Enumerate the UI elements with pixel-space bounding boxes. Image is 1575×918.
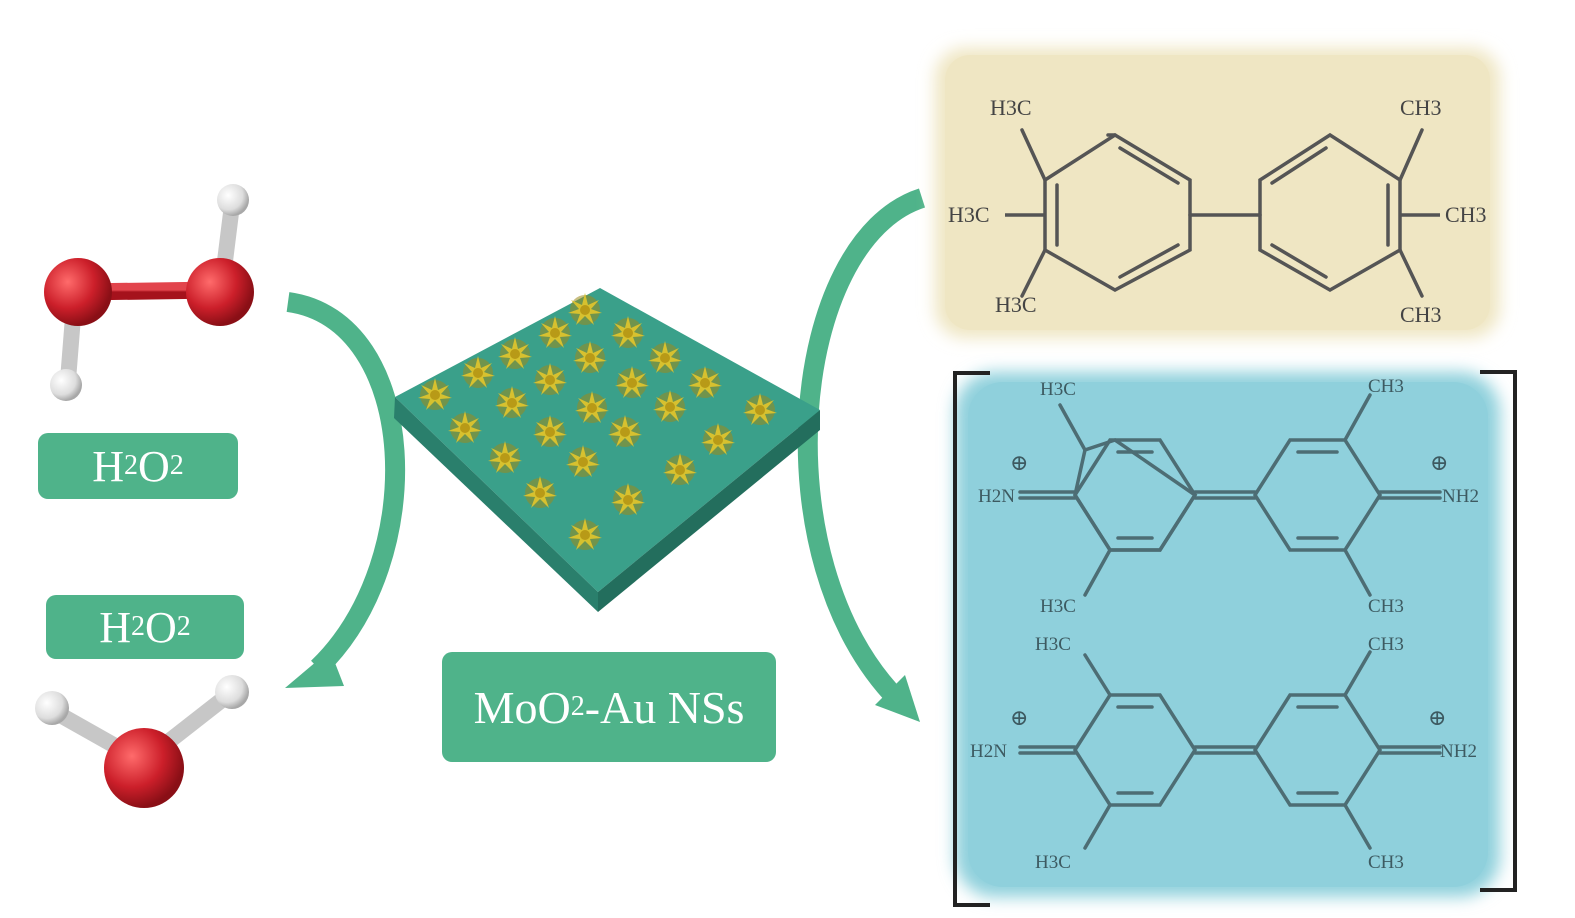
oxtmb-right-amine: NH2	[1440, 741, 1477, 762]
tmb-methyl-mid-left: H3C	[948, 202, 990, 227]
oxtmb-left-amine: H2N	[970, 741, 1007, 762]
tmb-methyl-bot-left: H3C	[995, 292, 1037, 317]
charge-icon: ⊕	[1430, 450, 1448, 475]
h2o-molecule	[35, 675, 249, 808]
tmb-methyl-top-right: CH3	[1400, 95, 1442, 120]
charge-icon: ⊕	[1428, 705, 1446, 730]
charge-icon: ⊕	[1010, 450, 1028, 475]
oxtmb-methyl: CH3	[1368, 852, 1404, 873]
oxtmb-methyl: CH3	[1368, 376, 1404, 397]
tmb-methyl-bot-right: CH3	[1400, 302, 1442, 327]
charge-icon: ⊕	[1010, 705, 1028, 730]
catalyst-substrate	[394, 288, 820, 612]
tmb-methyl-top-left: H3C	[990, 95, 1032, 120]
h2o2-molecule	[44, 184, 254, 401]
oxtmb-methyl: H3C	[1035, 634, 1071, 655]
oxtmb-methyl: H3C	[1035, 852, 1071, 873]
left-curved-arrow	[285, 292, 406, 688]
oxtmb-methyl: CH3	[1368, 634, 1404, 655]
oxtmb-methyl: H3C	[1040, 379, 1076, 400]
tmb-structure	[935, 48, 1500, 338]
oxtmb-structure	[953, 370, 1517, 907]
oxtmb-methyl: H3C	[1040, 596, 1076, 617]
tmb-labels: H3C H3C H3C CH3 CH3 CH3	[948, 95, 1487, 327]
oxtmb-labels: ⊕ H2N ⊕ NH2 H3C CH3 H3C CH3 ⊕ H2N ⊕ NH2 …	[970, 376, 1479, 873]
oxtmb-left-amine: H2N	[978, 486, 1015, 507]
oxtmb-right-amine: NH2	[1442, 486, 1479, 507]
right-curved-arrow	[797, 188, 926, 722]
oxtmb-methyl: CH3	[1368, 596, 1404, 617]
tmb-methyl-mid-right: CH3	[1445, 202, 1487, 227]
